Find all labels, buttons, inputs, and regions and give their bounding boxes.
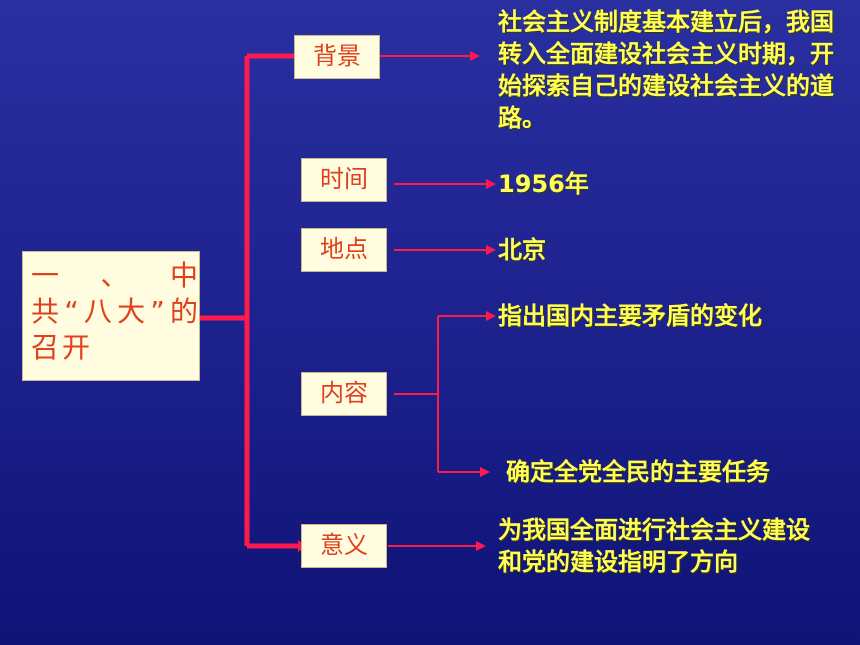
branch-content-label: 内容 (320, 379, 368, 407)
background-text: 社会主义制度基本建立后，我国转入全面建设社会主义时期，开始探索自己的建设社会主义… (498, 8, 834, 132)
branch-place: 地点 (301, 228, 387, 272)
branch-time: 时间 (301, 158, 387, 202)
content-item-2: 确定全党全民的主要任务 (506, 458, 770, 486)
branch-time-label: 时间 (320, 165, 368, 193)
branch-background: 背景 (294, 35, 380, 79)
branch-background-label: 背景 (313, 42, 361, 70)
branch-place-label: 地点 (320, 235, 368, 263)
root-label: 一、中共“八大”的 召开 (31, 259, 201, 364)
branch-meaning: 意义 (301, 524, 387, 568)
time-text: 1956年 (498, 170, 589, 198)
branch-meaning-label: 意义 (320, 531, 368, 559)
content-item-1: 指出国内主要矛盾的变化 (498, 302, 762, 330)
place-text: 北京 (498, 236, 546, 264)
root-node: 一、中共“八大”的 召开 (22, 251, 200, 381)
meaning-text: 为我国全面进行社会主义建设和党的建设指明了方向 (498, 516, 810, 576)
branch-content: 内容 (301, 372, 387, 416)
